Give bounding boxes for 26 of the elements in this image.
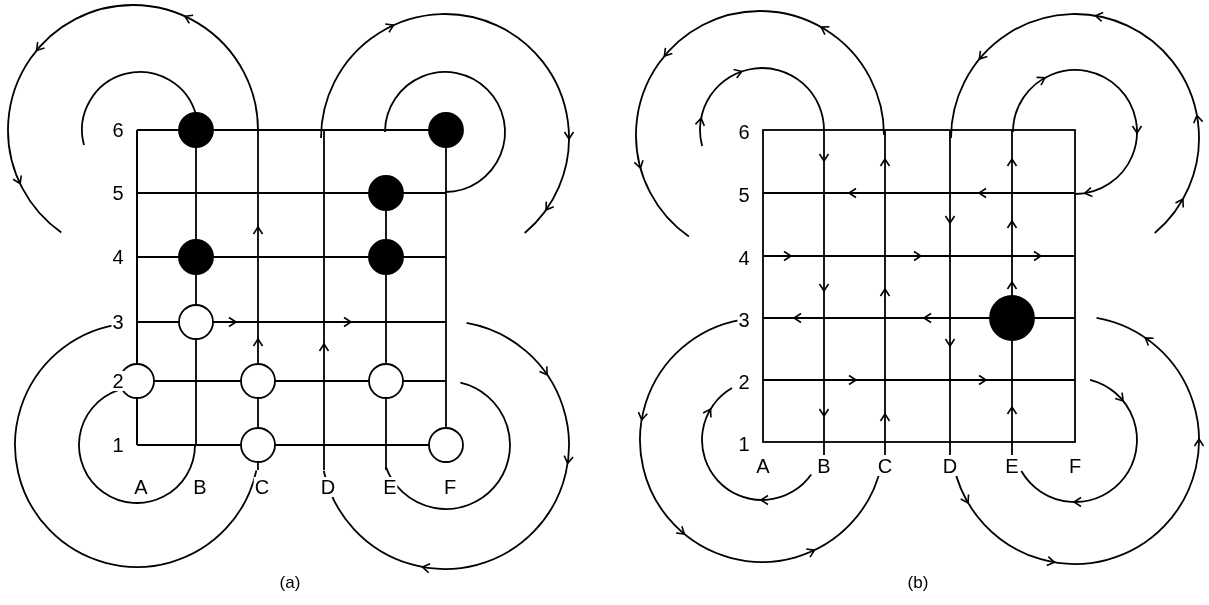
row-label: 4 xyxy=(111,247,125,267)
row-label: 4 xyxy=(737,248,751,268)
column-label: E xyxy=(1004,456,1020,476)
row-label: 6 xyxy=(737,122,751,142)
column-label: A xyxy=(755,456,771,476)
column-label: C xyxy=(876,456,894,476)
row-label: 5 xyxy=(111,183,125,203)
column-label: D xyxy=(941,456,959,476)
row-label: 3 xyxy=(111,312,125,332)
column-label: F xyxy=(442,477,458,497)
row-label: 5 xyxy=(737,185,751,205)
panel-caption: (a) xyxy=(278,573,302,591)
panel-caption: (b) xyxy=(906,573,930,591)
column-label: B xyxy=(192,477,208,497)
row-label: 3 xyxy=(737,310,751,330)
column-label: E xyxy=(382,477,398,497)
column-label: B xyxy=(816,456,832,476)
column-label: F xyxy=(1067,456,1083,476)
row-label: 2 xyxy=(737,372,751,392)
row-label: 1 xyxy=(111,435,125,455)
row-label: 2 xyxy=(111,371,125,391)
row-label: 1 xyxy=(737,434,751,454)
row-label: 6 xyxy=(111,120,125,140)
column-label: C xyxy=(253,477,271,497)
column-label: D xyxy=(319,477,337,497)
column-label: A xyxy=(133,477,149,497)
